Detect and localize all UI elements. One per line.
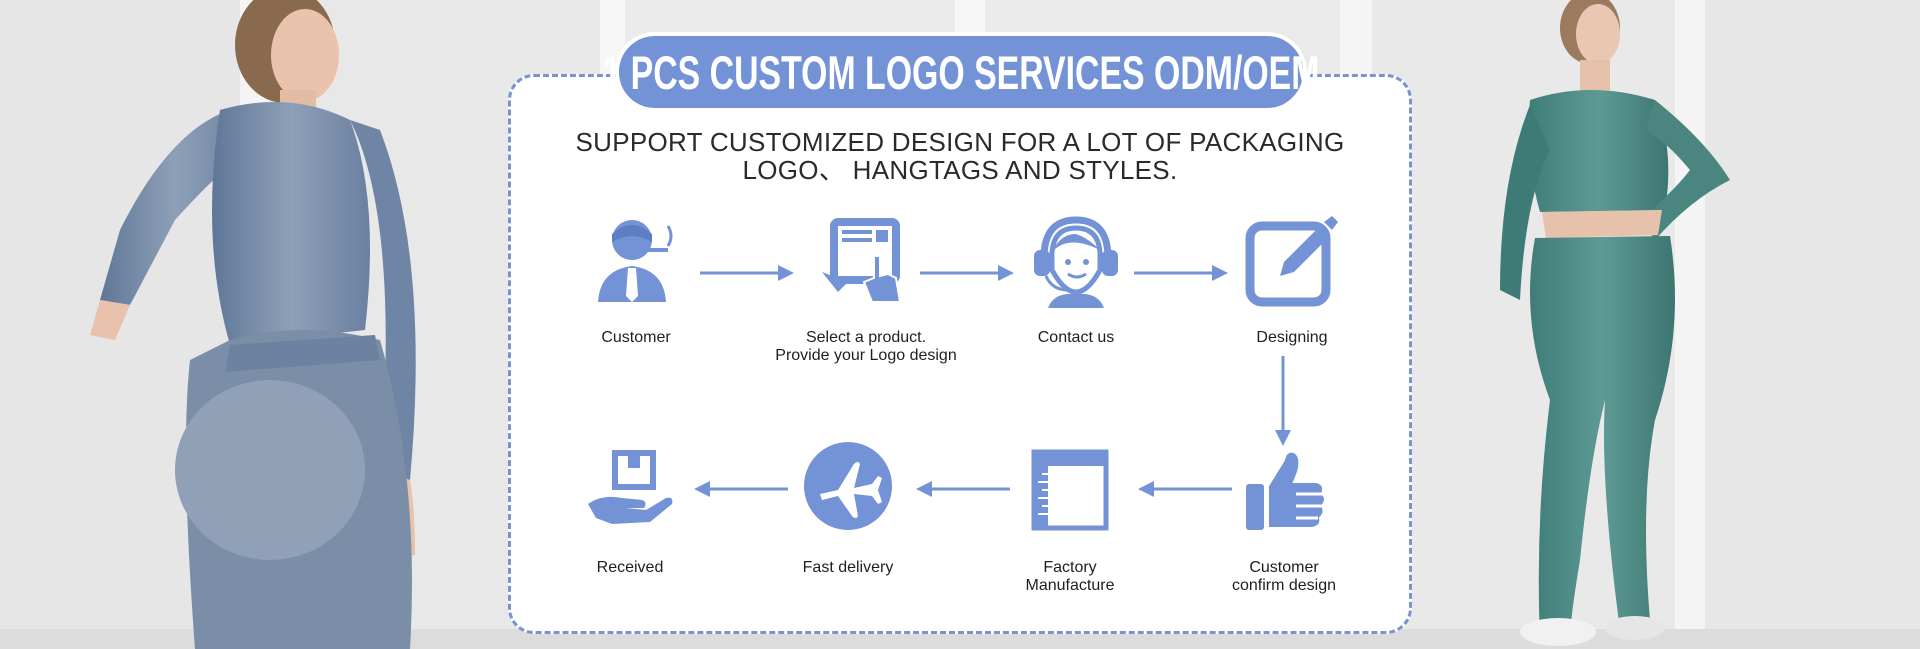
studio-floor — [0, 629, 1920, 649]
customer-icon — [598, 220, 673, 302]
step-fast-delivery: Fast delivery — [738, 442, 958, 577]
step-customer-label: Customer — [601, 329, 671, 346]
step-customer-confirm-label-2: confirm design — [1231, 577, 1337, 594]
thumbs-up-icon — [1246, 450, 1326, 530]
step-customer: Customer — [526, 212, 746, 347]
step-contact-us: Contact us — [966, 212, 1186, 347]
banner-subtitle: SUPPORT CUSTOMIZED DESIGN FOR A LOT OF P… — [560, 128, 1360, 184]
banner-title: 1 PCS CUSTOM LOGO SERVICES ODM/OEM — [602, 45, 1320, 99]
step-designing: Designing — [1182, 212, 1402, 347]
step-select-product: Select a product. Provide your Logo desi… — [756, 212, 976, 365]
step-select-product-label-2: Provide your Logo design — [775, 347, 957, 364]
model-right-image — [1500, 0, 1730, 646]
step-customer-confirm: Customer confirm design — [1174, 442, 1394, 595]
step-factory-label-2: Manufacture — [1025, 577, 1115, 594]
step-designing-label: Designing — [1256, 329, 1328, 346]
step-received: Received — [520, 442, 740, 577]
subtitle-line-2: LOGO、 HANGTAGS AND STYLES. — [742, 155, 1178, 185]
arrow-right-2 — [920, 265, 1014, 281]
step-factory-manufacture: Factory Manufacture — [960, 442, 1180, 595]
model-left-image — [90, 0, 416, 649]
step-factory-label-1: Factory — [1043, 559, 1097, 576]
arrow-left-2 — [916, 481, 1010, 497]
step-select-product-label-1: Select a product. — [805, 329, 927, 346]
factory-ruler-icon — [1031, 449, 1109, 531]
title-banner: 1 PCS CUSTOM LOGO SERVICES ODM/OEM — [602, 32, 1320, 112]
arrow-down — [1275, 356, 1291, 446]
step-fast-delivery-label: Fast delivery — [802, 559, 894, 576]
subtitle-line-1: SUPPORT CUSTOMIZED DESIGN FOR A LOT OF P… — [575, 127, 1345, 157]
arrow-right-3 — [1134, 265, 1228, 281]
headset-support-icon — [1034, 216, 1118, 308]
step-received-label: Received — [596, 559, 664, 576]
arrow-right-1 — [700, 265, 794, 281]
arrow-left-1 — [1138, 481, 1232, 497]
airplane-icon — [804, 442, 892, 530]
box-in-hand-icon — [588, 450, 673, 524]
step-customer-confirm-label-1: Customer — [1249, 559, 1319, 576]
step-contact-us-label: Contact us — [1037, 329, 1115, 346]
tablet-touch-icon — [822, 218, 902, 303]
arrow-left-3 — [694, 481, 788, 497]
edit-pencil-icon — [1245, 216, 1338, 307]
process-card — [508, 74, 1412, 634]
